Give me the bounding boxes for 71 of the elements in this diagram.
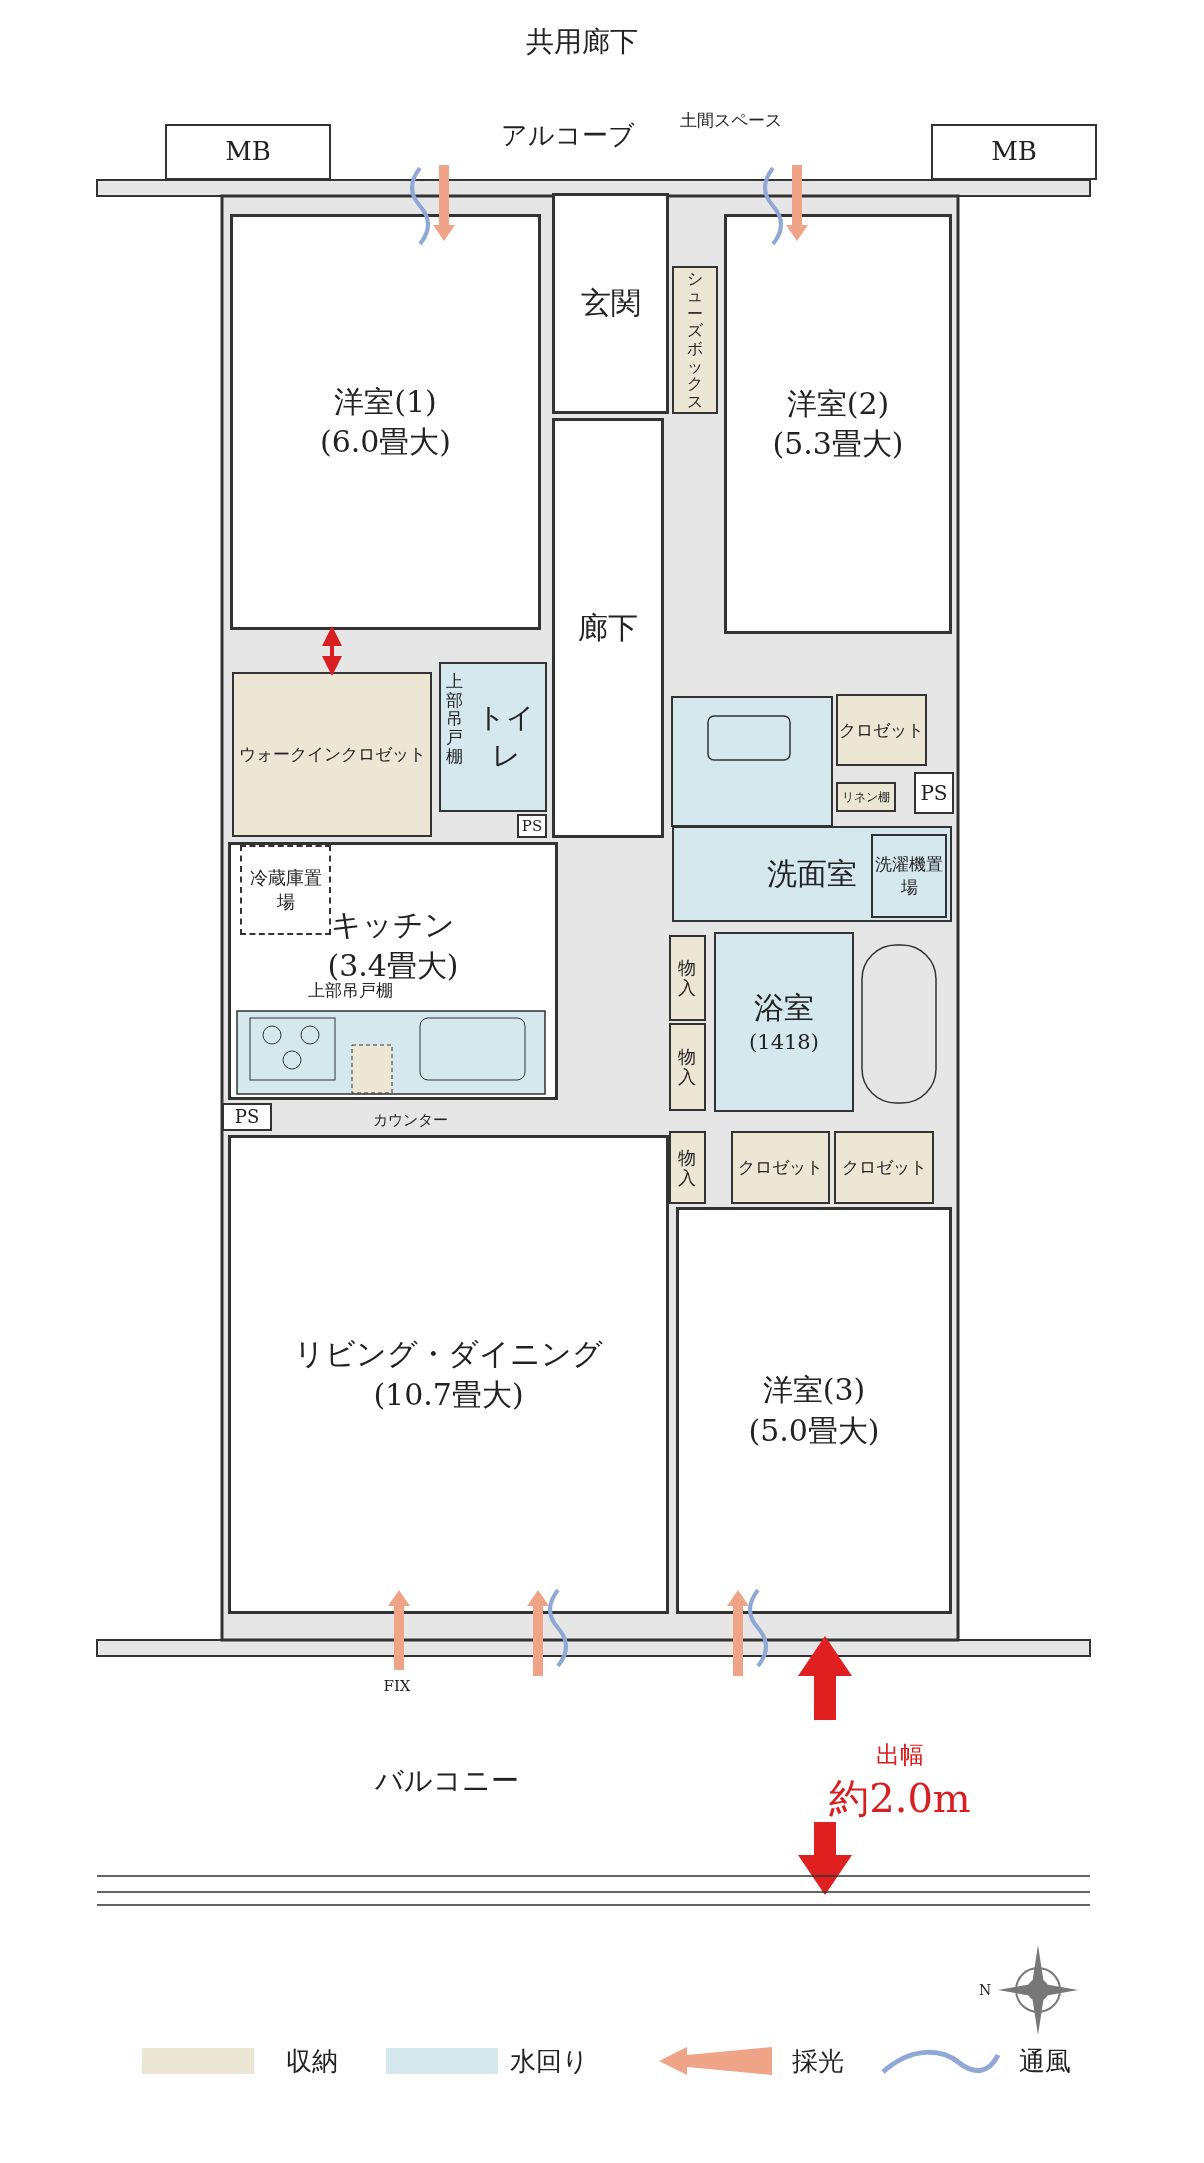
- wet-area-outline: [714, 932, 854, 1112]
- room-label: クロゼット: [839, 718, 924, 742]
- room-label: 洗面室: [767, 854, 857, 893]
- room-label: MB: [225, 135, 271, 169]
- utility-box: [931, 124, 1097, 180]
- storage-outline: [672, 266, 718, 414]
- room-outline: [724, 214, 952, 634]
- room-label: 廊下: [578, 608, 638, 647]
- entry-space-label: 土間スペース: [680, 108, 782, 132]
- room-label: 物入: [678, 1147, 697, 1188]
- room-label: PS: [521, 815, 543, 837]
- storage-outline: [232, 672, 432, 837]
- area-size: (10.7畳大): [373, 1375, 524, 1414]
- room-label: クロゼット: [841, 1156, 927, 1179]
- storage-outline: [836, 782, 896, 812]
- north-label: N: [978, 1982, 992, 1998]
- room-label: キッチン: [331, 906, 455, 944]
- legend-label: 採光: [792, 2044, 844, 2078]
- dimension-label: 出幅: [876, 1740, 924, 1771]
- dimension-label: 約2.0m: [829, 1773, 971, 1823]
- fix-label: FIX: [383, 1677, 411, 1695]
- room-label: クロゼット: [738, 1156, 823, 1179]
- room-label: PS: [920, 779, 948, 807]
- room-label: MB: [991, 135, 1037, 169]
- room-label: 玄関: [580, 284, 641, 323]
- legend-label: 収納: [286, 2044, 338, 2078]
- room-label: PS: [234, 1104, 260, 1129]
- room-label: 物入: [678, 958, 697, 998]
- utility-box: [914, 772, 954, 814]
- wet-area-outline: [672, 826, 952, 922]
- storage-outline: [836, 694, 927, 766]
- utility-box: [165, 124, 331, 180]
- room-label: 洋室(2): [786, 384, 890, 423]
- room-label: 浴室: [754, 988, 814, 1027]
- area-size: (5.3畳大): [772, 425, 904, 463]
- room-label: リネン棚: [842, 788, 890, 806]
- room-label: 冷蔵庫置場: [248, 865, 323, 914]
- room-outline: [552, 193, 669, 414]
- area-size: (5.0畳大): [748, 1411, 880, 1450]
- room-outline: [230, 214, 541, 630]
- room-label: 洋室(3): [762, 1371, 866, 1409]
- room-label: ウォークインクロゼット: [238, 743, 426, 766]
- storage-outline: [669, 1023, 706, 1111]
- room-outline: [552, 418, 664, 838]
- alcove-label: アルコーブ: [501, 118, 635, 152]
- storage-outline: [731, 1131, 830, 1204]
- legend-label: 通風: [1019, 2044, 1071, 2078]
- room-label: トイレ: [476, 700, 536, 774]
- legend-label: 水回り: [509, 2044, 589, 2078]
- storage-outline: [669, 935, 706, 1021]
- counter-label: カウンター: [372, 1110, 448, 1130]
- room-label: 洗濯機置場: [874, 853, 944, 899]
- area-size: (6.0畳大): [319, 423, 452, 461]
- room-outline: [676, 1207, 952, 1614]
- room-label: リビング・ダイニング: [294, 1335, 603, 1373]
- area-size: (3.4畳大): [327, 946, 459, 983]
- storage-outline: [834, 1131, 934, 1204]
- shelf-label: 上部吊戸棚: [445, 672, 463, 766]
- utility-box: [222, 1103, 272, 1131]
- room-outline: [228, 1135, 669, 1614]
- wet-area-outline: [871, 834, 947, 918]
- room-label: 洋室(1): [334, 382, 437, 421]
- storage-outline: [669, 1131, 706, 1204]
- room-label: シューズボックス: [686, 269, 704, 411]
- room-label: バルコニー: [375, 1763, 519, 1800]
- room-label: 物入: [678, 1047, 697, 1087]
- appliance-space: [240, 845, 331, 935]
- arrow: [322, 626, 342, 676]
- wet-area-outline: [439, 662, 547, 812]
- area-size: (1418): [749, 1029, 819, 1057]
- corridor-label: 共用廊下: [526, 24, 638, 60]
